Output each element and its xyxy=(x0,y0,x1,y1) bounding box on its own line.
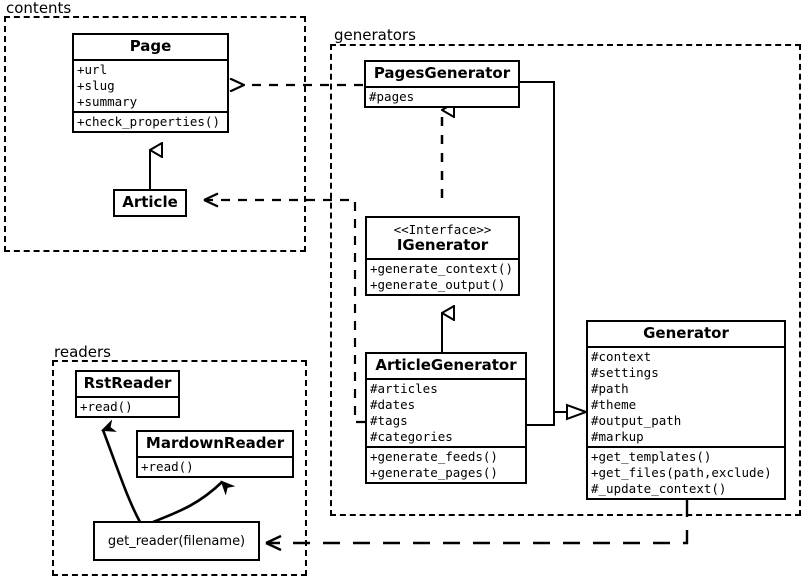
class-rst-reader[interactable]: RstReader +read() xyxy=(75,370,180,418)
class-generator-title: Generator xyxy=(643,324,729,342)
method-row: +read() xyxy=(80,399,133,414)
package-readers xyxy=(52,360,307,576)
package-label-generators: generators xyxy=(332,26,418,44)
method-row: +check_properties() xyxy=(77,114,220,129)
attribute-row: +url xyxy=(77,62,108,77)
class-article-generator[interactable]: ArticleGenerator #articles #dates #tags … xyxy=(365,352,527,484)
class-mardown-reader-title: MardownReader xyxy=(145,434,285,452)
method-row: +get_templates() xyxy=(591,449,712,464)
attribute-row: #categories xyxy=(370,429,453,444)
class-pages-generator[interactable]: PagesGenerator #pages xyxy=(364,60,520,108)
class-pages-generator-attributes: #pages xyxy=(366,86,518,106)
class-mardown-reader-methods: +read() xyxy=(138,456,292,476)
method-row: +get_files(path,exclude) xyxy=(591,465,772,480)
class-page-methods: +check_properties() xyxy=(74,111,227,131)
class-article-title: Article xyxy=(122,193,178,211)
attribute-row: #settings xyxy=(591,365,659,380)
attribute-row: #dates xyxy=(370,397,416,412)
edge-articlegenerator-depends-article xyxy=(203,192,365,424)
attribute-row: +summary xyxy=(77,94,138,109)
class-article[interactable]: Article xyxy=(113,189,187,217)
attribute-row: #pages xyxy=(369,89,415,104)
class-article-generator-title: ArticleGenerator xyxy=(375,356,517,374)
method-row: +read() xyxy=(141,459,194,474)
class-page-title: Page xyxy=(129,37,172,55)
class-page-attributes: +url +slug +summary xyxy=(74,59,227,111)
class-igenerator-stereotype: <<Interface>> xyxy=(393,222,492,237)
class-igenerator-title: IGenerator xyxy=(396,236,489,254)
attribute-row: #output_path xyxy=(591,413,682,428)
class-rst-reader-title: RstReader xyxy=(83,374,172,392)
method-row: +generate_output() xyxy=(370,277,506,292)
class-pages-generator-title: PagesGenerator xyxy=(373,64,511,82)
edge-generators-inherit-generator xyxy=(520,81,589,426)
function-get-reader-label: get_reader(filename) xyxy=(107,533,246,549)
function-get-reader[interactable]: get_reader(filename) xyxy=(93,521,260,561)
edge-get-reader-uses-rstreader xyxy=(103,430,142,523)
class-generator[interactable]: Generator #context #settings #path #them… xyxy=(586,320,786,500)
method-row: +generate_feeds() xyxy=(370,449,498,464)
method-row: +generate_pages() xyxy=(370,465,498,480)
class-article-generator-attributes: #articles #dates #tags #categories xyxy=(367,378,525,446)
attribute-row: #context xyxy=(591,349,652,364)
class-igenerator[interactable]: <<Interface>> IGenerator +generate_conte… xyxy=(365,216,520,296)
method-row: #_update_context() xyxy=(591,481,727,496)
method-row: +generate_context() xyxy=(370,261,513,276)
attribute-row: #markup xyxy=(591,429,644,444)
class-igenerator-methods: +generate_context() +generate_output() xyxy=(367,258,518,294)
package-label-readers: readers xyxy=(52,343,113,361)
attribute-row: #theme xyxy=(591,397,637,412)
edge-get-reader-uses-mardownreader xyxy=(152,482,222,524)
attribute-row: #tags xyxy=(370,413,408,428)
package-contents xyxy=(4,16,306,252)
attribute-row: #path xyxy=(591,381,629,396)
class-page[interactable]: Page +url +slug +summary +check_properti… xyxy=(72,33,229,133)
class-rst-reader-methods: +read() xyxy=(77,396,178,416)
package-label-contents: contents xyxy=(4,0,74,17)
class-mardown-reader[interactable]: MardownReader +read() xyxy=(136,430,294,478)
edge-generator-depends-get-reader xyxy=(265,500,689,552)
package-generators xyxy=(330,44,801,516)
class-article-generator-methods: +generate_feeds() +generate_pages() xyxy=(367,446,525,482)
attribute-row: #articles xyxy=(370,381,438,396)
class-generator-methods: +get_templates() +get_files(path,exclude… xyxy=(588,446,784,498)
attribute-row: +slug xyxy=(77,78,115,93)
class-generator-attributes: #context #settings #path #theme #output_… xyxy=(588,346,784,446)
